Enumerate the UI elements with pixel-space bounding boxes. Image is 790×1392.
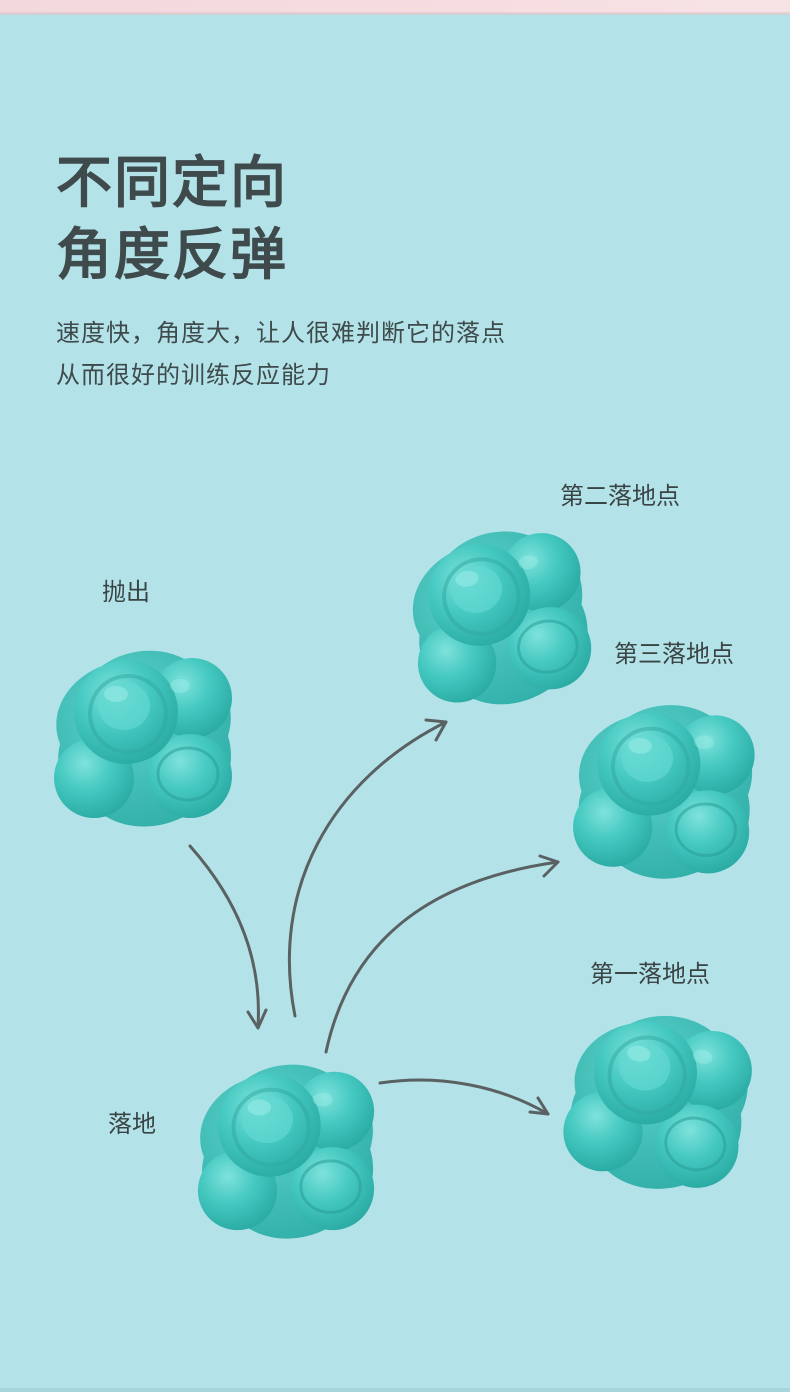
bottom-edge	[0, 1388, 790, 1392]
label-first-landing: 第一落地点	[590, 960, 710, 988]
curved-arrow-icon	[324, 860, 560, 1054]
reaction-ball-icon	[42, 636, 242, 836]
subtitle-line-2: 从而很好的训练反应能力	[56, 361, 331, 389]
curved-arrow-icon	[528, 1096, 550, 1116]
reaction-ball-icon	[542, 984, 771, 1213]
label-throw: 抛出	[102, 578, 150, 606]
curved-arrow-icon	[188, 844, 260, 1028]
reaction-ball-icon	[557, 683, 768, 894]
subtitle: 速度快，角度大，让人很难判断它的落点 从而很好的训练反应能力	[56, 312, 506, 396]
curved-arrow-icon	[538, 854, 560, 878]
curved-arrow-icon	[378, 1078, 550, 1116]
subtitle-line-1: 速度快，角度大，让人很难判断它的落点	[56, 319, 506, 347]
headline-line-2: 角度反弹	[56, 223, 288, 288]
label-land: 落地	[108, 1110, 156, 1138]
top-strip-edge	[0, 12, 790, 15]
top-strip	[0, 0, 790, 14]
curved-arrow-icon	[287, 720, 448, 1018]
curved-arrow-icon	[246, 1008, 268, 1030]
label-second-landing: 第二落地点	[560, 482, 680, 510]
reaction-ball-icon	[186, 1050, 384, 1248]
headline-line-1: 不同定向	[56, 151, 288, 216]
headline: 不同定向 角度反弹	[56, 148, 288, 292]
label-third-landing: 第三落地点	[614, 640, 734, 668]
